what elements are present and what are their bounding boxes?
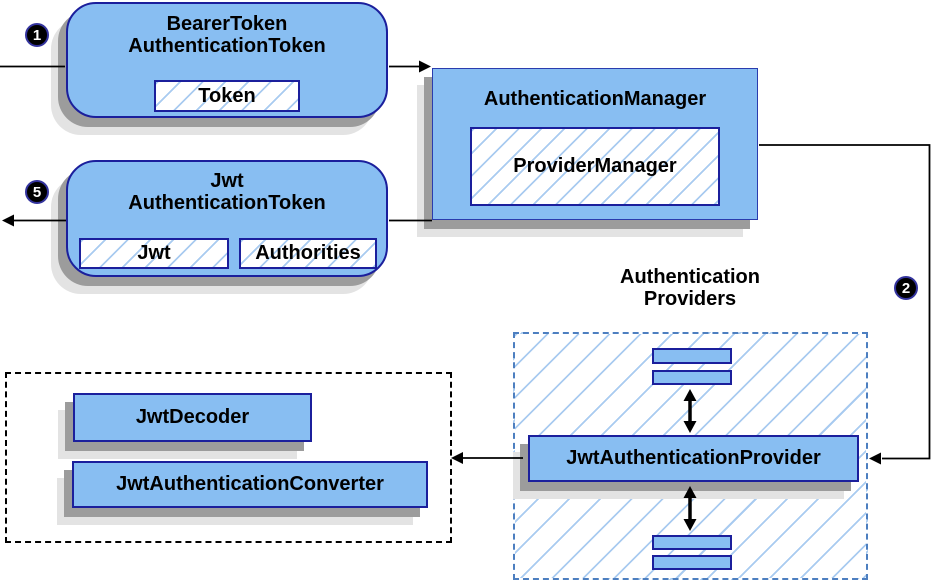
arrowhead-provider-to-converter <box>451 452 463 464</box>
node-title: BearerToken AuthenticationToken <box>68 13 386 57</box>
node-authentication-manager: AuthenticationManager ProviderManager <box>432 68 758 220</box>
field-provider-manager-chip: ProviderManager <box>470 127 720 206</box>
field-jwt-chip: Jwt <box>79 238 229 269</box>
title-line-1: BearerToken <box>166 13 288 35</box>
title-line-2: AuthenticationToken <box>128 35 326 57</box>
provider-stub-bar-bottom-2 <box>652 555 732 570</box>
node-jwt-decoder: JwtDecoder <box>73 393 312 442</box>
field-token-chip: Token <box>154 80 300 112</box>
arrowhead-manager-to-provider <box>869 452 881 465</box>
provider-stub-bar-top-2 <box>652 370 732 385</box>
field-authorities-chip: Authorities <box>239 238 377 269</box>
badge-step-2: 2 <box>894 276 918 300</box>
arrowhead-bearer-to-manager <box>419 60 431 73</box>
arrowhead-response-out <box>2 214 14 227</box>
provider-stub-bar-top-1 <box>652 348 732 364</box>
node-bearer-token-authentication-token: BearerToken AuthenticationToken Token <box>66 2 388 118</box>
label-line-2: Providers <box>643 288 737 310</box>
title-line-2: AuthenticationToken <box>128 192 326 214</box>
node-jwt-authentication-token: Jwt AuthenticationToken Jwt Authorities <box>66 160 388 277</box>
node-jwt-authentication-provider: JwtAuthenticationProvider <box>528 435 859 482</box>
node-jwt-authentication-converter: JwtAuthenticationConverter <box>72 461 428 508</box>
badge-step-1: 1 <box>25 23 49 47</box>
provider-stub-bar-bottom-1 <box>652 535 732 550</box>
node-title: Jwt AuthenticationToken <box>68 170 386 214</box>
label-line-1: Authentication <box>620 266 760 288</box>
title-line-1: Jwt <box>210 170 244 192</box>
badge-step-5: 5 <box>25 180 49 204</box>
node-title: AuthenticationManager <box>483 88 707 110</box>
label-authentication-providers: Authentication Providers <box>565 266 815 310</box>
